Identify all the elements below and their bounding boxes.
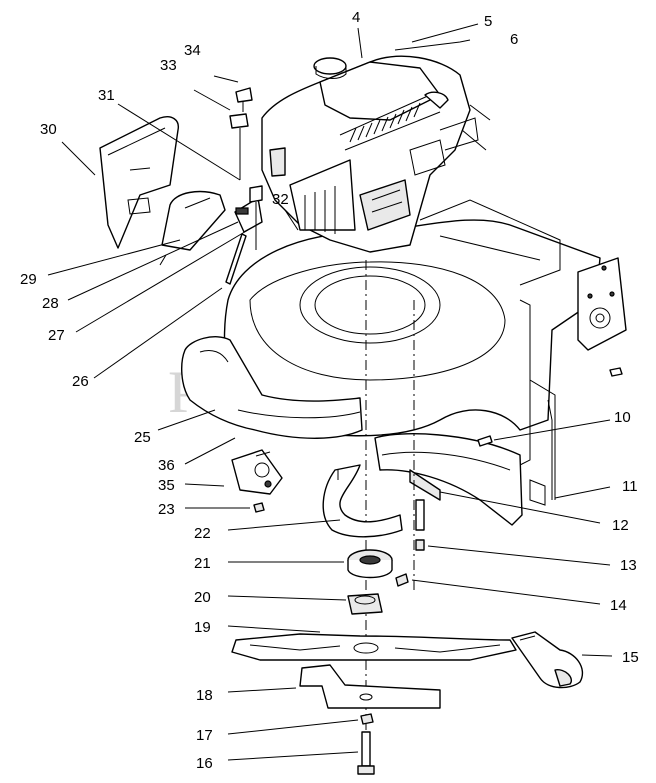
callout-16: 16 bbox=[196, 755, 213, 772]
callout-19: 19 bbox=[194, 619, 211, 636]
rear-plate bbox=[577, 257, 627, 351]
callout-28: 28 bbox=[42, 295, 59, 312]
engine-cooling-vents bbox=[349, 102, 421, 143]
front-lip bbox=[181, 336, 363, 439]
hinge-bracket bbox=[234, 197, 263, 233]
callout-12: 12 bbox=[612, 517, 629, 534]
screw-14 bbox=[395, 573, 409, 587]
blade-bolt bbox=[357, 731, 375, 775]
callout-31: 31 bbox=[98, 87, 115, 104]
callout-14: 14 bbox=[610, 597, 627, 614]
callout-34: 34 bbox=[184, 42, 201, 59]
callout-36: 36 bbox=[158, 457, 175, 474]
callout-33: 33 bbox=[160, 57, 177, 74]
right-pins bbox=[413, 300, 623, 590]
callout-30: 30 bbox=[40, 121, 57, 138]
callout-numbers: 4 5 6 34 33 31 30 32 29 28 27 26 25 36 3… bbox=[20, 9, 639, 772]
callout-18: 18 bbox=[196, 687, 213, 704]
rod bbox=[225, 233, 247, 285]
knob-parts bbox=[229, 87, 263, 250]
callout-35: 35 bbox=[158, 477, 175, 494]
callout-13: 13 bbox=[620, 557, 637, 574]
leader-lines bbox=[47, 23, 613, 761]
engine bbox=[261, 39, 491, 253]
mulch-door bbox=[159, 190, 226, 266]
callout-22: 22 bbox=[194, 525, 211, 542]
callout-4: 4 bbox=[352, 9, 360, 26]
blade-stiffener bbox=[299, 664, 441, 709]
callout-21: 21 bbox=[194, 555, 211, 572]
callout-23: 23 bbox=[158, 501, 175, 518]
washer-17 bbox=[360, 713, 374, 725]
fuel-cap bbox=[313, 57, 347, 75]
callout-32: 32 bbox=[272, 191, 289, 208]
callout-15: 15 bbox=[622, 649, 639, 666]
callout-26: 26 bbox=[72, 373, 89, 390]
callout-29: 29 bbox=[20, 271, 37, 288]
callout-27: 27 bbox=[48, 327, 65, 344]
nut-23 bbox=[253, 502, 265, 513]
rear-baffle bbox=[374, 433, 546, 526]
callout-20: 20 bbox=[194, 589, 211, 606]
callout-11: 11 bbox=[622, 478, 638, 495]
grass-deflector bbox=[99, 116, 179, 249]
callout-10: 10 bbox=[614, 409, 631, 426]
wheel-bracket bbox=[511, 631, 584, 689]
deck-rib bbox=[529, 379, 556, 500]
side-plug bbox=[231, 449, 283, 495]
callout-5: 5 bbox=[484, 13, 492, 30]
bearing bbox=[347, 549, 393, 579]
muffler bbox=[359, 179, 411, 231]
callout-17: 17 bbox=[196, 727, 213, 744]
callout-6: 6 bbox=[510, 31, 518, 48]
callout-25: 25 bbox=[134, 429, 151, 446]
blade-adapter bbox=[322, 464, 403, 538]
blade-mount bbox=[347, 593, 383, 615]
mower-blade bbox=[231, 633, 517, 661]
